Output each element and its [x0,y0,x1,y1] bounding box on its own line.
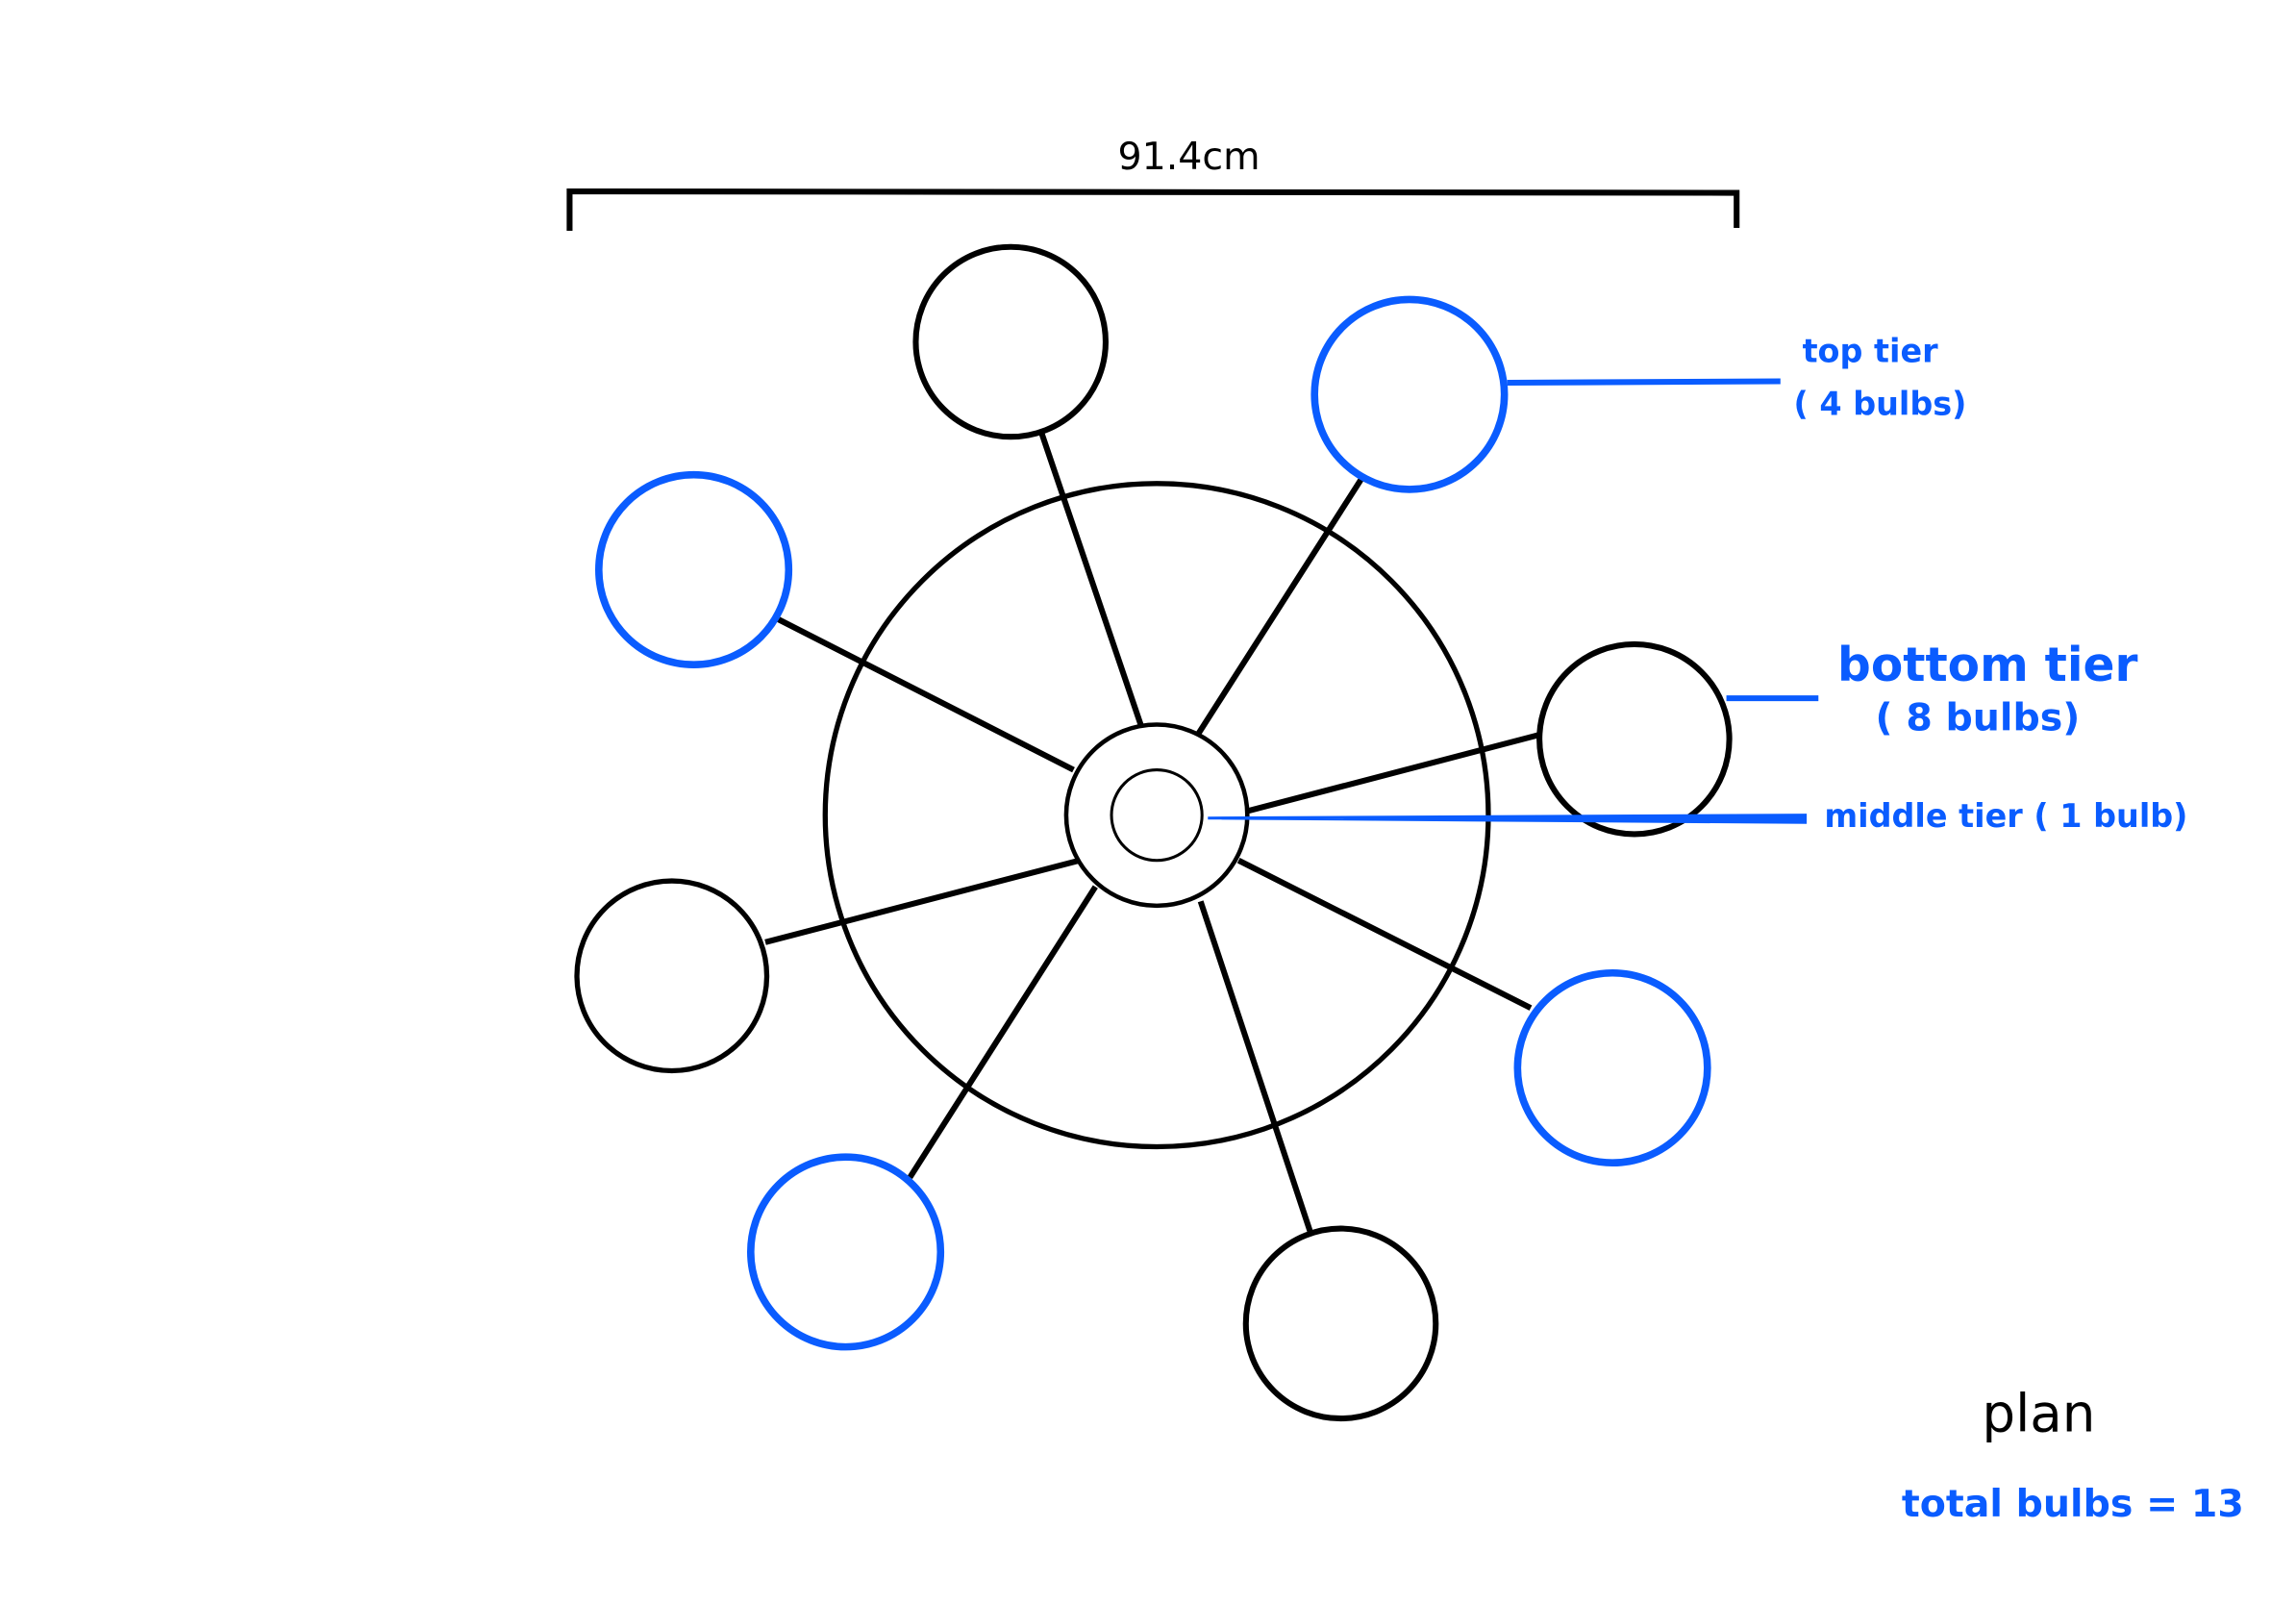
middle-tier-label: middle tier ( 1 bulb) [1824,797,2187,835]
bottom-tier-bulb [912,243,1109,440]
top-tier-leader [1507,378,1781,387]
top-tier-bulb [1513,968,1711,1167]
dimension-label: 91.4cm [1117,135,1260,179]
bottom-tier-label: bottom tier [1837,639,2137,692]
bottom-tier-bulb [1536,640,1733,838]
hub [1063,722,1250,909]
top-tier-bulb [595,470,793,668]
bottom-tier-bulb [574,878,770,1074]
chandelier-ring [822,481,1491,1150]
bottom-tier-bulb [1242,1225,1439,1422]
view-label: plan [1982,1383,2095,1444]
middle-tier-leader [1208,814,1808,824]
top-tier-bulb [1310,295,1509,493]
dimension-line [566,188,1740,232]
top-tier-count: ( 4 bulbs) [1793,385,1966,422]
total-bulbs-label: total bulbs = 13 [1902,1482,2244,1526]
middle-tier-bulb [1110,768,1204,863]
top-tier-label: top tier [1803,333,1939,370]
bottom-tier-count: ( 8 bulbs) [1876,696,2081,740]
top-tier-bulb [747,1153,945,1351]
spokes [764,431,1540,1233]
